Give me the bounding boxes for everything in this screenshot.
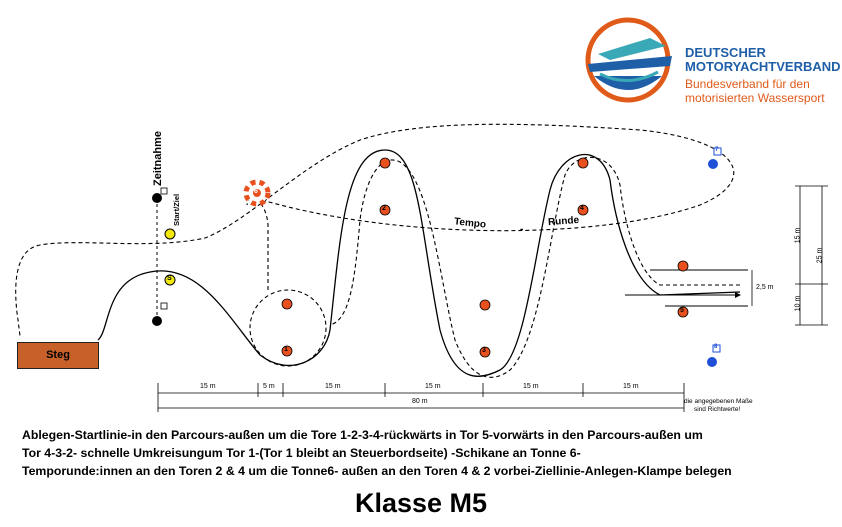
flag-7-box: [713, 147, 722, 156]
flag-8-box: [712, 344, 721, 353]
dim-80m: 80 m: [412, 398, 428, 405]
dim-15m-4: 15 m: [523, 383, 539, 390]
note-line-2: sind Richtwerte!: [694, 406, 741, 413]
dash-label: -: [520, 224, 524, 235]
logo-line-1: DEUTSCHER: [685, 45, 766, 60]
dimension-lines: [157, 185, 828, 412]
buoy-6: [253, 189, 261, 197]
buoy-label-1: 1: [284, 346, 288, 353]
gate-buoys: [281, 157, 689, 358]
flag-label-8: 8: [714, 344, 718, 350]
flag-7: [708, 159, 718, 169]
time-post-top: [152, 193, 162, 203]
route-schikane: [246, 198, 269, 290]
s-buoy: [164, 274, 176, 286]
buoy-label-2: 2: [382, 205, 386, 212]
buoy-label-5: 5: [680, 307, 684, 314]
s-marker: S: [167, 275, 172, 282]
flag-label-7: 7: [715, 147, 719, 153]
page-title: Klasse M5: [354, 488, 488, 518]
dim-15m-2: 15 m: [325, 383, 341, 390]
dim-25m-v: 25 m: [816, 247, 824, 264]
dim-15m-v: 15 m: [794, 227, 802, 244]
zeitnahme-label: Zeitnahme: [152, 130, 164, 186]
description-line-2: Tor 4-3-2- schnelle Umkreisungum Tor 1-(…: [22, 446, 581, 460]
start-flag-top: [160, 187, 168, 195]
description-line-3: Temporunde:innen an den Toren 2 & 4 um d…: [22, 464, 732, 478]
dim-2-5m: 2,5 m: [756, 284, 774, 291]
note-line-1: die angegebenen Maße: [684, 398, 753, 405]
logo-line-2: MOTORYACHTVERBAND: [685, 59, 841, 74]
steg-dock: Steg: [17, 342, 99, 369]
dmyv-logo: [585, 17, 672, 103]
start-flag-bottom: [160, 302, 168, 310]
runde-label: Runde: [547, 214, 580, 229]
dim-15m-5: 15 m: [623, 383, 639, 390]
logo-line-4: motorisierten Wassersport: [685, 91, 825, 105]
dim-15m-3: 15 m: [425, 383, 441, 390]
dim-10m-v: 10 m: [794, 295, 802, 312]
buoy-label-3: 3: [482, 347, 486, 354]
route-circle-tor1: [249, 289, 327, 367]
route-solid: [97, 149, 741, 377]
steg-label: Steg: [46, 349, 70, 361]
time-post-bottom: [152, 316, 162, 326]
start-buoy: [164, 228, 176, 240]
description-line-1: Ablegen-Startlinie-in den Parcours-außen…: [22, 428, 703, 442]
route-dashed-return: [329, 156, 740, 378]
startziel-label: Start/Ziel: [172, 193, 181, 226]
logo-line-3: Bundesverband für den: [685, 77, 810, 91]
course-description: Ablegen-Startlinie-in den Parcours-außen…: [22, 426, 832, 480]
buoy-label-6: 6: [254, 188, 258, 195]
dim-15m-1: 15 m: [200, 383, 216, 390]
flag-8: [707, 357, 717, 367]
buoy-label-4: 4: [580, 205, 584, 212]
route-tempo-loop: [15, 123, 735, 337]
dim-5m: 5 m: [263, 383, 275, 390]
